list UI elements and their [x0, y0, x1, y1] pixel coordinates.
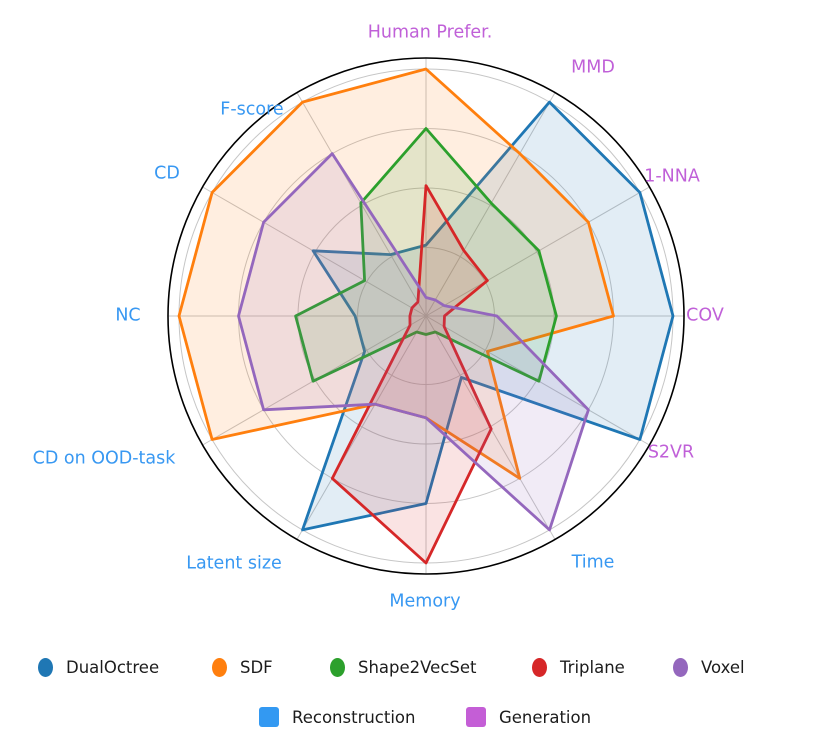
legend-label: SDF [240, 658, 273, 677]
legend-square-marker-generation [466, 707, 486, 727]
series-fill-triplane [332, 185, 492, 563]
axis-label-latent-size: Latent size [186, 553, 282, 574]
series-fill-shape2vecset [295, 128, 557, 382]
axis-label-human-prefer-: Human Prefer. [367, 22, 493, 43]
axis-label-memory: Memory [389, 591, 461, 612]
radar-spoke [296, 315, 427, 540]
axis-label-mmd: MMD [571, 57, 615, 78]
legend-circle-marker-triplane [532, 658, 547, 677]
legend-circle-marker-sdf [212, 658, 227, 677]
axis-label-cov: COV [686, 305, 724, 326]
axis-label-nc: NC [115, 305, 141, 326]
series-fill-voxel [238, 153, 589, 530]
series-polygon-shape2vecset [294, 127, 558, 383]
axis-label-cd: CD [154, 163, 180, 184]
legend-circle-marker-dualoctree [38, 658, 53, 677]
legend-circle-marker-shape2vecset [330, 658, 345, 677]
axis-label-cd-on-ood-task: CD on OOD-task [32, 448, 176, 469]
legend-square-marker-reconstruction [259, 707, 279, 727]
series-fill-dualoctree [302, 102, 673, 530]
legend-label: DualOctree [66, 658, 160, 677]
series-polygon-voxel [237, 152, 590, 532]
axis-label-f-score: F-score [220, 99, 284, 120]
radar-plot-canvas [167, 57, 685, 575]
series-polygon-dualoctree [301, 100, 675, 532]
legend-item-generation: Generation [466, 707, 591, 727]
legend-label: Shape2VecSet [358, 658, 477, 677]
legend-label: Generation [499, 707, 592, 727]
legend-item-shape2vecset: Shape2VecSet [330, 658, 477, 677]
axis-label-1-nna: 1-NNA [644, 166, 700, 187]
legend-item-triplane: Triplane [532, 658, 625, 677]
legend-item-voxel: Voxel [673, 658, 745, 677]
legend-item-sdf: SDF [212, 658, 273, 677]
legend-item-dualoctree: DualOctree [38, 658, 159, 677]
series-fill-sdf [179, 69, 614, 479]
legend-label: Reconstruction [292, 707, 416, 727]
legend-item-reconstruction: Reconstruction [259, 707, 415, 727]
legend-label: Triplane [560, 658, 625, 677]
legend-circle-marker-voxel [673, 658, 688, 677]
axis-label-s2vr: S2VR [647, 442, 695, 463]
radar-outer-circle [167, 57, 685, 575]
series-polygon-triplane [330, 184, 493, 565]
legend-label: Voxel [701, 658, 745, 677]
axis-label-time: Time [571, 552, 615, 573]
